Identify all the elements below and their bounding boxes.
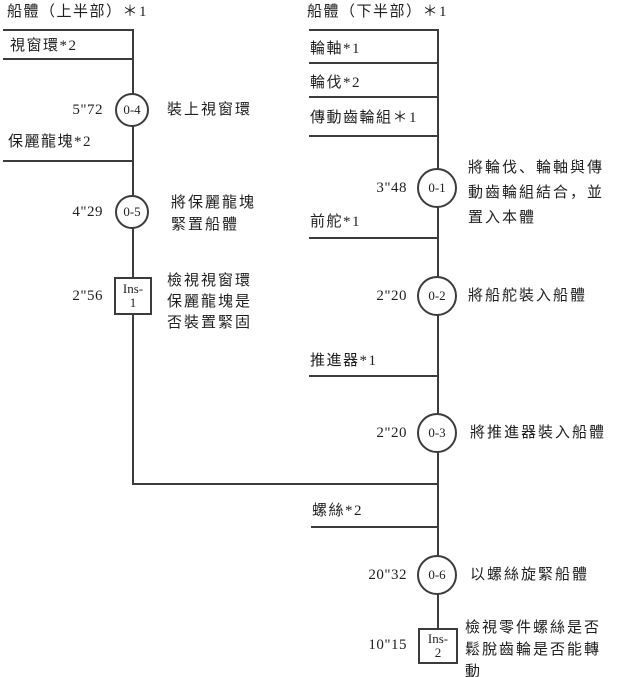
inspection-node-ins-2: Ins- 2 xyxy=(418,628,458,664)
inspection-time: 2"56 xyxy=(72,288,103,304)
inspection-desc: 檢視零件螺絲是否鬆脫齒輪是否能轉動 xyxy=(465,620,602,677)
operation-time: 2"20 xyxy=(376,288,407,304)
material-label: 輪伐*2 xyxy=(310,75,362,91)
inspection-id: Ins- xyxy=(427,631,449,646)
operation-node-0-4: 0-4 xyxy=(115,93,149,127)
operation-node-0-1: 0-1 xyxy=(417,168,457,208)
inspection-id: 2 xyxy=(434,645,442,660)
inspection-id: 1 xyxy=(129,295,137,310)
operation-id: 0-6 xyxy=(428,567,446,582)
operation-id: 0-5 xyxy=(123,204,141,219)
operation-id: 0-3 xyxy=(428,425,446,440)
left-header-entry-line xyxy=(3,29,133,31)
material-label: 螺絲*2 xyxy=(312,503,364,519)
operation-node-0-2: 0-2 xyxy=(417,276,457,316)
right-branch-header: 船體（下半部）＊1 xyxy=(307,4,449,20)
material-label: 保麗龍塊*2 xyxy=(8,134,93,150)
operation-id: 0-1 xyxy=(428,180,446,195)
inspection-desc: 檢視視窗環保麗龍塊是否裝置緊固 xyxy=(167,273,253,331)
operation-time: 3"48 xyxy=(376,180,407,196)
inspection-id: Ins- xyxy=(122,281,144,296)
operation-time: 4"29 xyxy=(72,204,103,220)
operation-node-0-3: 0-3 xyxy=(417,413,457,453)
operation-desc: 將保麗龍塊緊置船體 xyxy=(171,195,257,233)
operation-desc: 以螺絲旋緊船體 xyxy=(470,567,590,583)
operation-desc: 將推進器裝入船體 xyxy=(470,425,607,441)
operation-desc: 將船舵裝入船體 xyxy=(468,288,588,304)
material-label: 推進器*1 xyxy=(310,353,378,369)
material-label: 傳動齒輪組＊1 xyxy=(310,110,419,126)
material-label: 前舵*1 xyxy=(310,214,362,230)
left-flow-line xyxy=(132,29,134,485)
operation-time: 5"72 xyxy=(72,102,103,118)
right-flow-line xyxy=(437,29,439,629)
operation-desc: 裝上視窗環 xyxy=(167,102,253,118)
merge-line xyxy=(132,483,439,485)
operation-node-0-5: 0-5 xyxy=(115,195,149,229)
left-branch-header: 船體（上半部）＊1 xyxy=(7,4,149,20)
inspection-time: 10"15 xyxy=(368,637,407,653)
right-material-line-6 xyxy=(311,526,438,528)
operation-time: 20"32 xyxy=(368,567,407,583)
right-header-entry-line xyxy=(309,29,438,31)
right-material-line-2 xyxy=(309,96,438,98)
operation-desc: 將輪伐、輪軸與傳動齒輪組結合，並置入本體 xyxy=(468,160,605,226)
operation-time: 2"20 xyxy=(376,425,407,441)
right-material-line-5 xyxy=(309,375,438,377)
material-label: 輪軸*1 xyxy=(310,41,362,57)
inspection-node-ins-1: Ins- 1 xyxy=(114,277,152,315)
operation-id: 0-2 xyxy=(428,288,446,303)
right-material-line-4 xyxy=(309,237,438,239)
left-material-line-2 xyxy=(3,160,133,162)
operation-node-0-6: 0-6 xyxy=(417,555,457,595)
left-material-line-1 xyxy=(3,58,133,60)
material-label: 視窗環*2 xyxy=(10,38,78,54)
right-material-line-3 xyxy=(309,135,438,137)
right-material-line-1 xyxy=(309,62,438,64)
operation-id: 0-4 xyxy=(123,102,141,117)
